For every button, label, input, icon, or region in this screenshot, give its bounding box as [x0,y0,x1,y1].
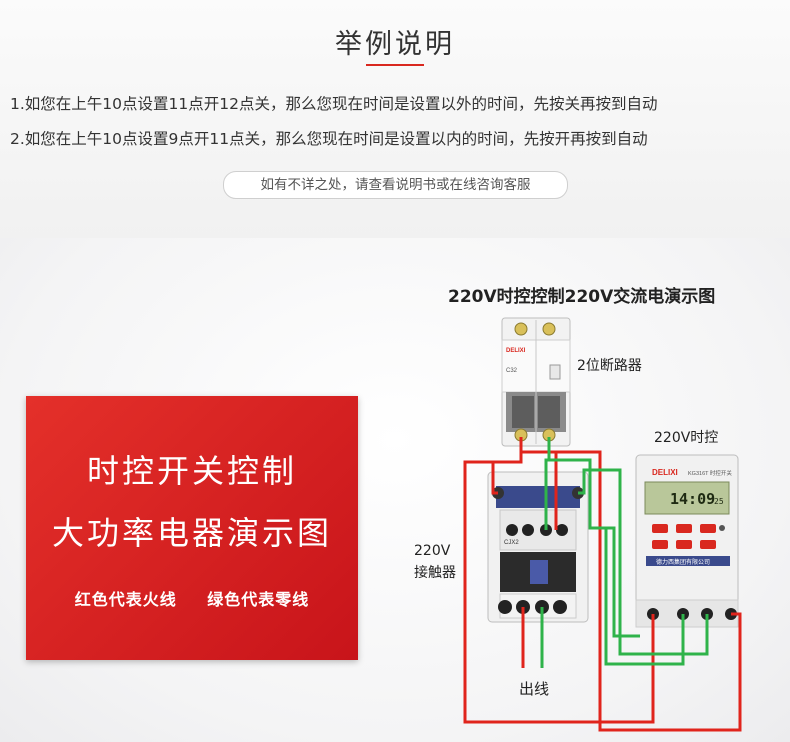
promo-panel: 时控开关控制 大功率电器演示图 红色代表火线 绿色代表零线 [26,396,358,660]
timer-label: 220V时控 [654,430,719,446]
promo-title-line2: 大功率电器演示图 [51,514,332,552]
breaker-rating-text: C32 [506,368,518,374]
example-line-1: 1.如您在上午10点设置11点开12点关，那么您现在时间是设置以外的时间，先按关… [10,95,658,113]
breaker-label: 2位断路器 [577,358,642,374]
legend-red-wire: 红色代表火线 [74,590,177,609]
timer-display-text: 14:09 [670,490,715,508]
contactor-label: 220V 接触器 [414,540,456,584]
contactor: CJX2 [487,471,589,623]
diagram-title: 220V时控控制220V交流电演示图 [448,287,716,307]
header-section: 举例说明 1.如您在上午10点设置11点开12点关，那么您现在时间是设置以外的时… [0,0,790,238]
section-title: 举例说明 [335,29,455,60]
breaker-brand-text: DELIXI [506,348,526,354]
wire-legend: 红色代表火线 绿色代表零线 [26,586,358,610]
timer-seconds-text: 25 [714,497,724,506]
help-note-pill: 如有不详之处，请查看说明书或在线咨询客服 [223,171,568,199]
contactor-label-name: 接触器 [414,565,456,581]
promo-title-line1: 时控开关控制 [86,452,297,490]
contactor-label-voltage: 220V [414,543,451,559]
timer-brand-text: DELIXI [652,468,678,477]
circuit-breaker: DELIXI C32 [501,317,571,447]
neutral-wires [540,437,709,668]
contactor-model-text: CJX2 [504,540,519,546]
output-label: 出线 [519,680,550,698]
title-underline [366,64,424,66]
example-line-2: 2.如您在上午10点设置9点开11点关，那么您现在时间是设置以内的时间，先按开再… [10,130,648,148]
legend-green-wire: 绿色代表零线 [207,590,310,609]
timer-model-text: KG316T 时控开关 [688,469,732,477]
live-wires [463,437,742,732]
timer-bottom-text: 德力西集团有限公司 [656,558,710,566]
timer-switch: DELIXI KG316T 时控开关 14:09 25 德力西集团有限公司 [635,454,739,628]
